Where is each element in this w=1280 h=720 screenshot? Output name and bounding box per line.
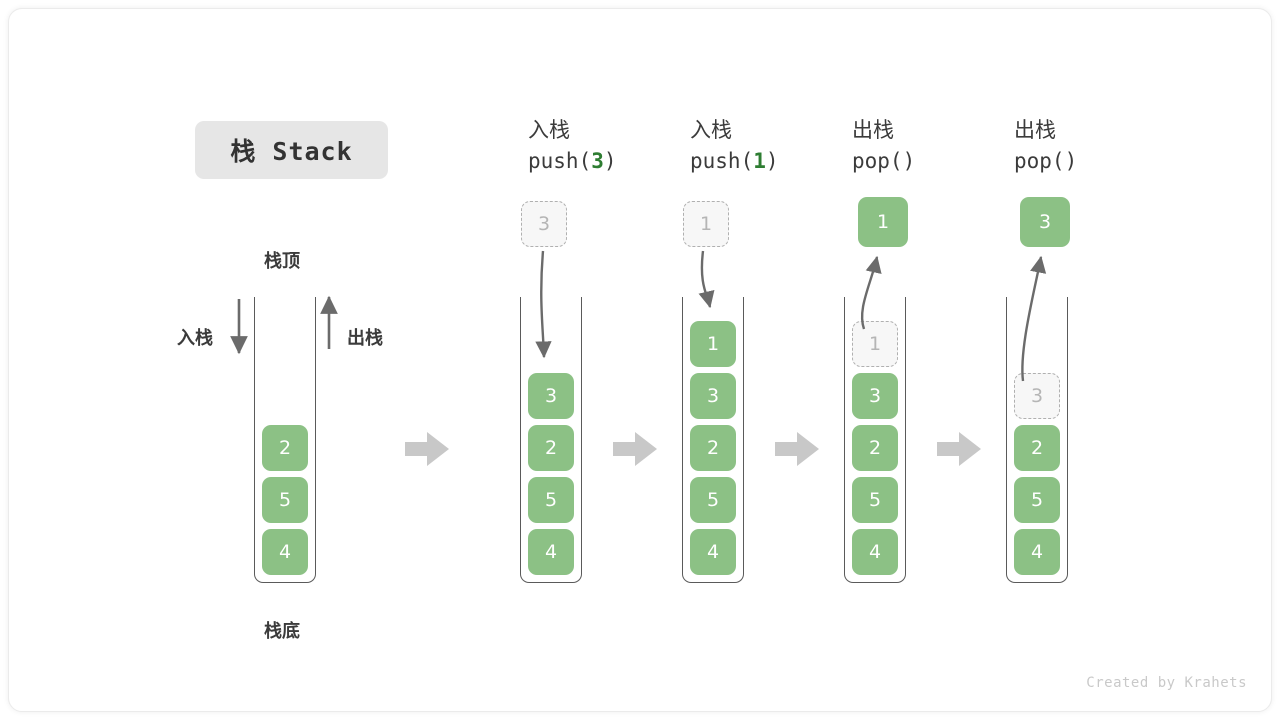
stack-item: 5 — [528, 477, 574, 523]
stack-item: 3 — [852, 373, 898, 419]
stack-item: 4 — [1014, 529, 1060, 575]
column-header-label: 出栈 — [1014, 118, 1056, 142]
code-prefix: pop( — [1014, 149, 1065, 173]
stack-item-ghost: 1 — [852, 321, 898, 367]
stack-bottom-label: 栈底 — [264, 621, 300, 642]
popped-value-box: 3 — [1020, 197, 1070, 247]
stack-item: 3 — [528, 373, 574, 419]
flow-arrow-2 — [613, 432, 657, 466]
column-header-pop-1: 出栈 pop() — [852, 115, 1022, 177]
stack-item: 4 — [528, 529, 574, 575]
incoming-value-ghost: 3 — [521, 201, 567, 247]
stack-container-initial — [254, 297, 316, 583]
popped-value-box: 1 — [858, 197, 908, 247]
stack-item: 2 — [262, 425, 308, 471]
incoming-value-ghost: 1 — [683, 201, 729, 247]
column-header-code: pop() — [1014, 145, 1184, 177]
stack-item: 5 — [852, 477, 898, 523]
code-argument: 1 — [753, 149, 766, 173]
code-prefix: push( — [690, 149, 754, 173]
column-header-label: 入栈 — [690, 118, 732, 142]
stack-item: 4 — [262, 529, 308, 575]
stack-title-badge: 栈 Stack — [195, 121, 388, 179]
column-header-code: push(3) — [528, 145, 698, 177]
stack-item: 2 — [1014, 425, 1060, 471]
code-argument: 3 — [591, 149, 604, 173]
stack-item: 5 — [1014, 477, 1060, 523]
stack-item: 5 — [690, 477, 736, 523]
column-header-code: push(1) — [690, 145, 860, 177]
code-suffix: ) — [765, 149, 779, 173]
stack-item: 4 — [690, 529, 736, 575]
stack-container-push-1 — [682, 297, 744, 583]
stack-item: 2 — [690, 425, 736, 471]
column-header-push-3: 入栈 push(3) — [528, 115, 698, 177]
stack-container-pop-3 — [1006, 297, 1068, 583]
flow-arrow-3 — [775, 432, 819, 466]
column-header-pop-3: 出栈 pop() — [1014, 115, 1184, 177]
push-direction-label: 入栈 — [177, 328, 213, 349]
code-prefix: pop( — [852, 149, 903, 173]
stack-item: 2 — [852, 425, 898, 471]
stack-item: 1 — [690, 321, 736, 367]
code-suffix: ) — [603, 149, 617, 173]
column-header-label: 出栈 — [852, 118, 894, 142]
code-prefix: push( — [528, 149, 592, 173]
stack-top-label: 栈顶 — [264, 251, 300, 272]
stack-item: 5 — [262, 477, 308, 523]
diagram-card: 栈 Stack 入栈 push(3) 入栈 push(1) 出栈 pop() 出… — [8, 8, 1272, 712]
stack-item-ghost: 3 — [1014, 373, 1060, 419]
flow-arrow-4 — [937, 432, 981, 466]
stack-title-text: 栈 Stack — [230, 137, 353, 166]
stack-item: 4 — [852, 529, 898, 575]
column-header-code: pop() — [852, 145, 1022, 177]
code-suffix: ) — [902, 149, 916, 173]
code-suffix: ) — [1064, 149, 1078, 173]
flow-arrow-1 — [405, 432, 449, 466]
column-header-label: 入栈 — [528, 118, 570, 142]
stack-container-push-3 — [520, 297, 582, 583]
stack-item: 3 — [690, 373, 736, 419]
stack-item: 2 — [528, 425, 574, 471]
pop-direction-label: 出栈 — [347, 328, 383, 349]
credit-text: Created by Krahets — [1086, 675, 1247, 691]
column-header-push-1: 入栈 push(1) — [690, 115, 860, 177]
stack-container-pop-1 — [844, 297, 906, 583]
